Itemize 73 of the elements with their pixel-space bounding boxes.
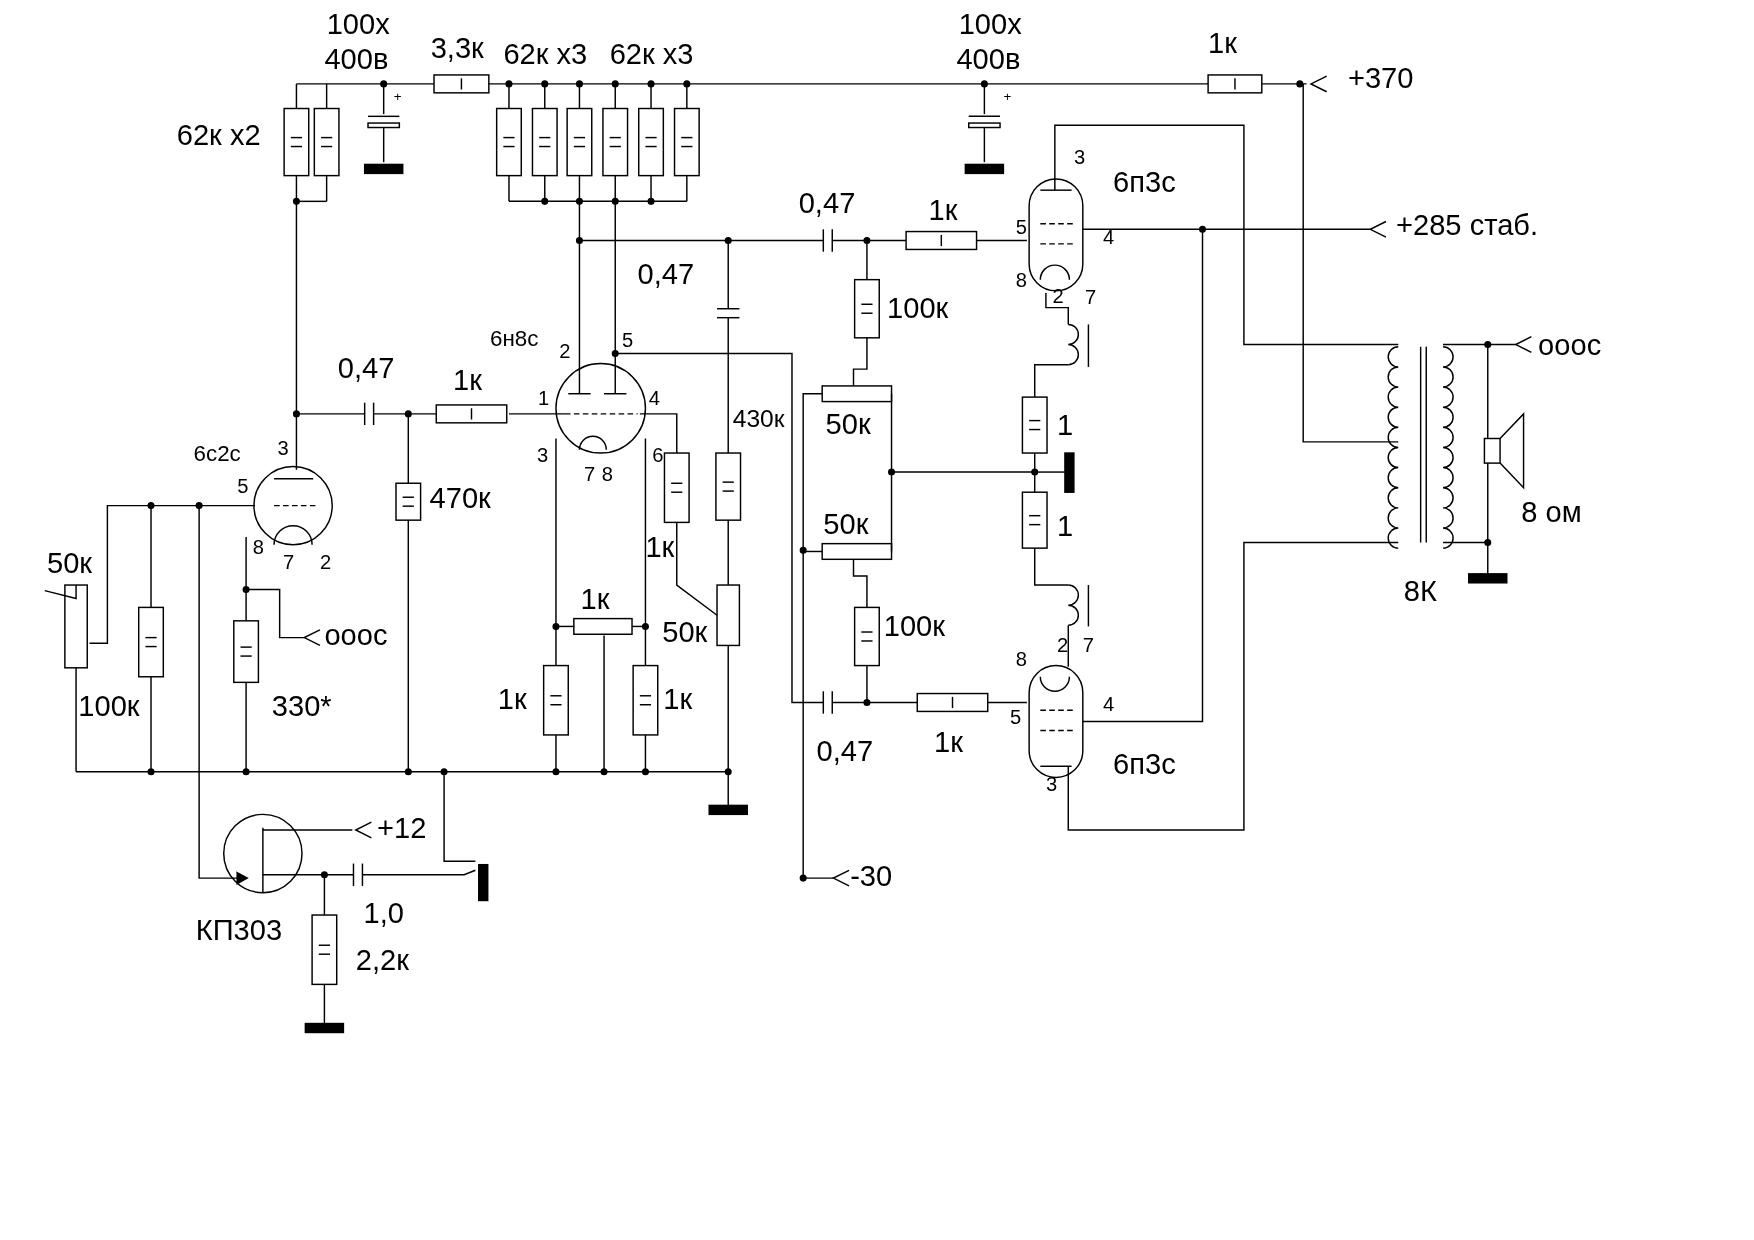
pin-number: 5 <box>1015 217 1027 238</box>
component-value: 1к <box>663 684 693 714</box>
component-value: 50к <box>823 508 869 539</box>
component-value: 3,3к <box>430 33 484 63</box>
component-value: 1 <box>1057 410 1074 440</box>
component-value: 62к х2 <box>176 120 261 150</box>
pin-number: 7 <box>583 464 596 485</box>
pin-number: 4 <box>1102 694 1115 715</box>
pin-number: 7 <box>283 552 295 573</box>
component-value: 100к <box>883 611 945 641</box>
component-value: 1,0 <box>363 898 404 928</box>
component-value: 1к <box>453 365 482 395</box>
pin-number: 8 <box>1015 270 1027 291</box>
terminal-label: ооос <box>324 620 388 650</box>
terminal-label: ооос <box>1538 330 1602 360</box>
pin-number: 5 <box>1010 706 1022 728</box>
tube-type-label: 6п3с <box>1113 167 1176 197</box>
terminal-label: +370 <box>1347 63 1414 93</box>
pin-number: 5 <box>621 330 634 351</box>
pin-number: 7 <box>1082 635 1095 656</box>
pin-number: 8 <box>601 464 613 485</box>
pin-number: 8 <box>1015 648 1027 669</box>
component-value: 50к <box>662 617 708 647</box>
polarity-mark: + <box>1003 89 1012 103</box>
pin-number: 3 <box>536 445 549 466</box>
component-value: 1к <box>645 532 675 562</box>
pin-number: 5 <box>237 476 249 497</box>
component-value: 0,47 <box>337 353 395 383</box>
pin-number: 2 <box>1057 635 1069 656</box>
component-value: 100к <box>78 691 140 721</box>
tube-type-label: 6н8с <box>489 326 539 349</box>
pin-number: 6 <box>652 445 664 466</box>
component-value: 50к <box>825 409 871 439</box>
terminal-label: +285 стаб. <box>1396 210 1539 240</box>
component-value: 1к <box>928 195 958 225</box>
transistor-type-label: КП303 <box>195 915 283 945</box>
terminal-label: +12 <box>376 813 427 843</box>
pin-number: 2 <box>559 341 571 362</box>
component-value: 0,47 <box>798 187 856 217</box>
component-value: 8К <box>1403 576 1437 606</box>
pin-number: 7 <box>1085 287 1097 308</box>
component-value: 1к <box>497 684 527 714</box>
component-value: 400в <box>324 44 389 74</box>
pin-number: 3 <box>1045 774 1058 795</box>
component-value: 100к <box>887 293 949 323</box>
pin-number: 3 <box>1073 147 1086 168</box>
component-value: 1 <box>1057 511 1074 541</box>
pin-number: 8 <box>252 536 264 558</box>
component-value: 50к <box>47 548 93 578</box>
component-value: 100х <box>958 8 1022 39</box>
component-value: 400в <box>956 44 1021 74</box>
pin-number: 4 <box>648 388 660 409</box>
component-value: 100х <box>326 8 390 39</box>
component-value: 470к <box>429 483 491 513</box>
polarity-mark: + <box>393 89 402 103</box>
component-value: 62к х3 <box>503 39 588 69</box>
component-value: 62к х3 <box>609 39 694 69</box>
component-value: 1к <box>934 727 963 757</box>
tube-type-label: 6п3с <box>1113 749 1176 779</box>
component-value: 0,47 <box>816 736 874 766</box>
component-value: 8 ом <box>1521 497 1582 527</box>
tube-type-label: 6с2с <box>193 441 241 465</box>
component-value: 0,47 <box>637 259 695 289</box>
component-value: 1к <box>580 583 610 613</box>
component-value: 330* <box>271 691 332 721</box>
component-value: 2,2к <box>355 945 409 975</box>
component-value: 1к <box>1208 27 1237 58</box>
pin-number: 2 <box>319 552 332 573</box>
pin-number: 1 <box>538 388 550 409</box>
component-value: 430к <box>732 407 785 432</box>
pin-number: 3 <box>277 438 289 459</box>
terminal-label: -30 <box>850 861 893 891</box>
pin-number: 4 <box>1102 227 1115 248</box>
